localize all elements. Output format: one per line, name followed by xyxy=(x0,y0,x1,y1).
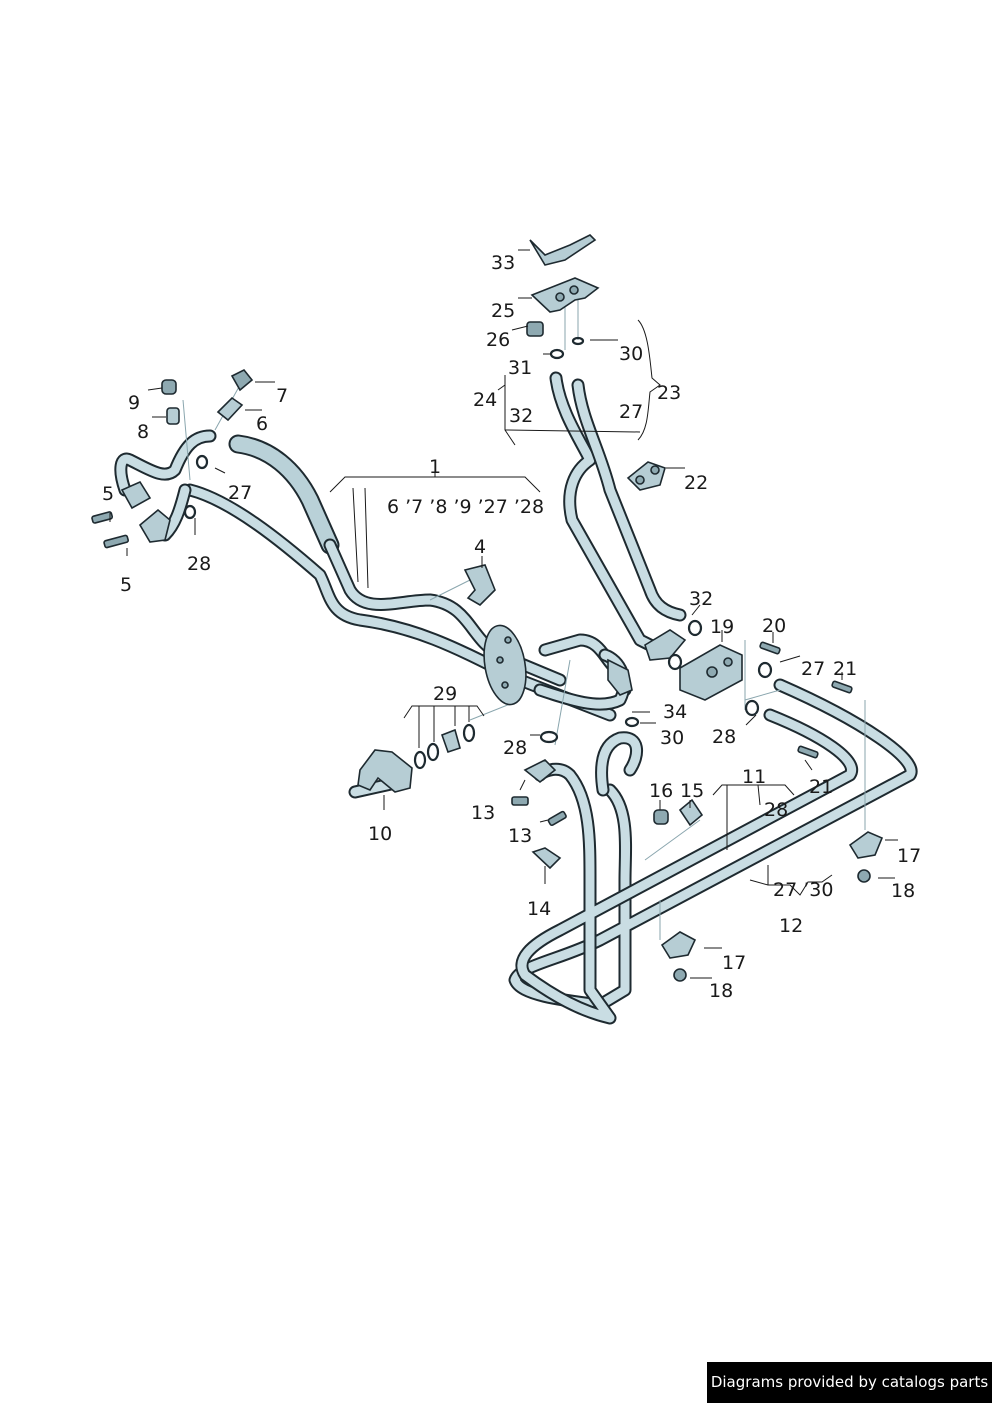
callout-32-top: 32 xyxy=(509,405,533,427)
nut-16 xyxy=(653,809,669,825)
callout-25: 25 xyxy=(491,300,515,322)
flange-plate xyxy=(483,624,527,706)
callout-32-mid: 32 xyxy=(689,588,713,610)
assembly-guides xyxy=(182,298,866,940)
clamp-17a xyxy=(848,831,884,859)
callout-16: 16 xyxy=(649,780,673,802)
bracket-33 xyxy=(529,234,597,266)
callout-27-30: 27 ’30 xyxy=(773,879,833,901)
holder-10 xyxy=(357,749,413,793)
callout-17-top: 17 xyxy=(897,845,921,867)
callout-18-top: 18 xyxy=(891,880,915,902)
callout-28-lower: 28 xyxy=(764,799,788,821)
callout-1-group: 6 ’7 ’8 ’9 ’27 ’28 xyxy=(387,496,544,518)
bracket-13 xyxy=(523,759,557,784)
valve-6 xyxy=(216,396,244,422)
callout-17-bottom: 17 xyxy=(722,952,746,974)
callout-28-right: 28 xyxy=(712,726,736,748)
callout-18-bottom: 18 xyxy=(709,980,733,1002)
callout-21-bottom: 21 xyxy=(809,776,833,798)
callout-13-bottom: 13 xyxy=(508,825,532,847)
callout-8: 8 xyxy=(137,421,149,443)
callout-7: 7 xyxy=(276,385,288,407)
leader-lines xyxy=(109,249,898,979)
seal-30-top xyxy=(571,336,585,346)
filter-29 xyxy=(440,728,461,754)
clip-14 xyxy=(531,847,562,870)
seal-31 xyxy=(549,348,565,360)
nut-26 xyxy=(526,321,544,337)
fitting-15 xyxy=(678,798,704,827)
callout-23: 23 xyxy=(657,382,681,404)
callout-13-top: 13 xyxy=(471,802,495,824)
callout-5-top: 5 xyxy=(102,483,114,505)
plate-25 xyxy=(530,277,600,313)
flange-32 xyxy=(644,629,687,661)
callout-11: 11 xyxy=(742,766,766,788)
callout-15: 15 xyxy=(680,780,704,802)
clamp-5a xyxy=(120,480,152,510)
callout-21-top: 21 xyxy=(833,658,857,680)
cap-9 xyxy=(161,379,177,395)
callout-19: 19 xyxy=(710,616,734,638)
valve-8 xyxy=(166,407,180,425)
callout-26: 26 xyxy=(486,329,510,351)
callout-29: 29 xyxy=(433,683,457,705)
callout-9: 9 xyxy=(128,392,140,414)
callout-30-top: 30 xyxy=(619,343,643,365)
callout-27-top: 27 xyxy=(619,401,643,423)
callout-5-bottom: 5 xyxy=(120,574,132,596)
clamp-17b xyxy=(660,931,697,959)
clamp-5b xyxy=(138,508,171,543)
callout-6: 6 xyxy=(256,413,268,435)
bracket-4 xyxy=(463,564,496,607)
callout-12: 12 xyxy=(779,915,803,937)
callout-22: 22 xyxy=(684,472,708,494)
components xyxy=(91,234,884,982)
callout-28-left: 28 xyxy=(187,553,211,575)
callout-labels: 33 25 26 31 30 24 32 27 23 22 1 6 ’7 ’8 … xyxy=(102,252,921,1002)
callout-34: 34 xyxy=(663,701,687,723)
callout-14: 14 xyxy=(527,898,551,920)
callout-31: 31 xyxy=(508,357,532,379)
callout-20: 20 xyxy=(762,615,786,637)
callout-4: 4 xyxy=(474,536,486,558)
callout-10: 10 xyxy=(368,823,392,845)
cap-7 xyxy=(230,368,254,392)
diagram-credit-badge: Diagrams provided by catalogs parts xyxy=(707,1362,992,1403)
callout-27-left: 27 xyxy=(228,482,252,504)
callout-27-right: 27 xyxy=(801,658,825,680)
callout-28-center: 28 xyxy=(503,737,527,759)
callout-30-mid: 30 xyxy=(660,727,684,749)
clamp-22 xyxy=(626,461,666,491)
callout-24: 24 xyxy=(473,389,497,411)
callout-33: 33 xyxy=(491,252,515,274)
callout-1: 1 xyxy=(429,456,441,478)
